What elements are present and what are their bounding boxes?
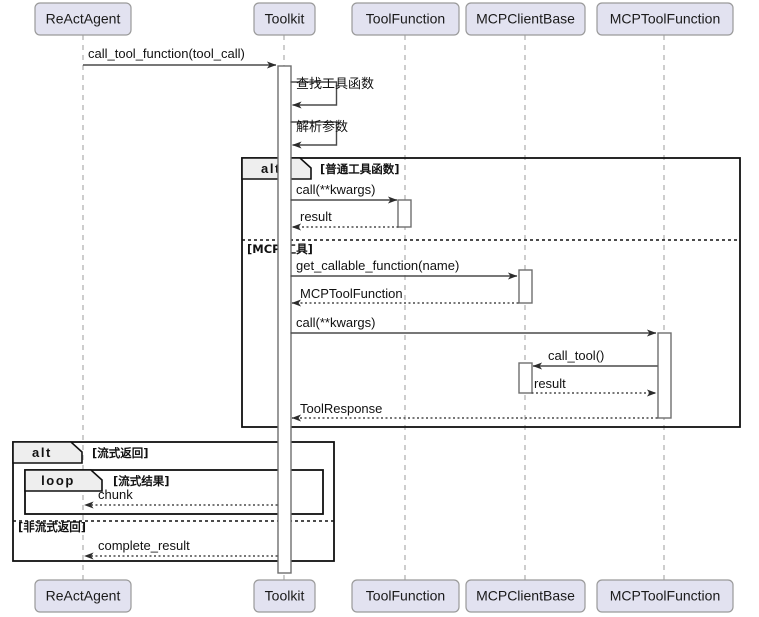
activations-layer — [277, 65, 672, 574]
participant-label: Toolkit — [265, 588, 305, 604]
message-m13: complete_result — [84, 538, 278, 560]
fragment-guard-label: [普通工具函数] — [320, 162, 400, 176]
participant-label: ReActAgent — [46, 588, 121, 604]
participant-label: MCPClientBase — [476, 588, 575, 604]
message-label: ToolResponse — [300, 401, 382, 416]
activation-bar-mcptoolfunction — [657, 332, 672, 419]
activation-bar-mcpclientbase — [518, 362, 533, 394]
participant-label: Toolkit — [265, 11, 305, 27]
message-m1: call_tool_function(tool_call) — [83, 46, 277, 69]
message-m2: 查找工具函数 — [290, 77, 374, 109]
participant-label: MCPClientBase — [476, 11, 575, 27]
fragment-frag-alt-stream: alt [流式返回] [非流式返回] — [12, 441, 335, 562]
fragment-guard-label: [流式返回] — [92, 446, 149, 460]
participant-box[interactable] — [34, 579, 132, 613]
participant-label: ReActAgent — [46, 11, 121, 27]
message-m10: result — [531, 376, 657, 397]
fragment-kind-label: alt — [261, 161, 281, 176]
fragment-kind-label: alt — [32, 445, 52, 460]
message-label: chunk — [98, 487, 133, 502]
fragment-guard-label: [流式结果] — [113, 474, 170, 488]
message-label: result — [300, 209, 332, 224]
message-label: complete_result — [98, 538, 190, 553]
participant-box[interactable] — [34, 2, 132, 36]
fragment-guard-label: [非流式返回] — [18, 520, 86, 534]
participant-header-toolfunction[interactable]: ToolFunction — [351, 2, 460, 36]
message-m5: result — [291, 209, 399, 231]
fragment-frag-alt-tool: alt[普通工具函数][MCP 工具] — [241, 157, 741, 428]
fragment-tab — [12, 441, 83, 464]
message-label: 解析参数 — [296, 119, 348, 135]
participant-box[interactable] — [596, 579, 734, 613]
participant-box[interactable] — [351, 579, 460, 613]
fragment-frag-loop-stream: loop [流式结果] — [24, 469, 324, 515]
participant-box[interactable] — [465, 579, 586, 613]
message-m6: get_callable_function(name) — [290, 258, 518, 280]
lifelines-layer — [82, 35, 665, 580]
message-label: result — [534, 376, 566, 391]
activation-bar-toolfunction — [397, 199, 412, 228]
message-m7: MCPToolFunction — [291, 286, 519, 307]
fragment-border — [12, 441, 335, 562]
participant-header-mcpclientbase[interactable]: MCPClientBase — [465, 2, 586, 36]
participant-box[interactable] — [465, 2, 586, 36]
message-label: call(**kwargs) — [296, 315, 375, 330]
participant-footer-toolfunction[interactable]: ToolFunction — [351, 579, 460, 613]
message-label: call_tool() — [548, 348, 604, 363]
participant-header-toolkit[interactable]: Toolkit — [253, 2, 316, 36]
activation-bar-toolkit — [277, 65, 292, 574]
message-m4: call(**kwargs) — [290, 182, 398, 204]
participant-footer-mcpclientbase[interactable]: MCPClientBase — [465, 579, 586, 613]
participant-box[interactable] — [253, 579, 316, 613]
message-arrow-self — [290, 81, 338, 109]
participant-label: MCPToolFunction — [610, 11, 721, 27]
participant-header-mcptoolfunction[interactable]: MCPToolFunction — [596, 2, 734, 36]
participant-footer-mcptoolfunction[interactable]: MCPToolFunction — [596, 579, 734, 613]
fragment-tab — [24, 469, 103, 492]
participant-label: ToolFunction — [366, 588, 445, 604]
message-m12: chunk — [84, 487, 278, 509]
fragment-border — [24, 469, 324, 515]
participant-label: MCPToolFunction — [610, 588, 721, 604]
message-m3: 解析参数 — [290, 119, 348, 149]
message-label: MCPToolFunction — [300, 286, 403, 301]
activation-bar-mcpclientbase — [518, 269, 533, 304]
message-m8: call(**kwargs) — [290, 315, 657, 337]
fragments-layer: alt[普通工具函数][MCP 工具]alt[流式返回][非流式返回]loop[… — [12, 157, 741, 562]
participant-box[interactable] — [253, 2, 316, 36]
fragment-kind-label: loop — [41, 473, 75, 488]
participant-label: ToolFunction — [366, 11, 445, 27]
participant-footer-toolkit[interactable]: Toolkit — [253, 579, 316, 613]
message-m11: ToolResponse — [291, 401, 658, 422]
participant-footer-reactagent[interactable]: ReActAgent — [34, 579, 132, 613]
message-arrow-self — [290, 121, 338, 149]
fragment-border — [241, 157, 741, 428]
participant-header-reactagent[interactable]: ReActAgent — [34, 2, 132, 36]
message-label: call_tool_function(tool_call) — [88, 46, 245, 61]
participant-box[interactable] — [596, 2, 734, 36]
message-label: call(**kwargs) — [296, 182, 375, 197]
message-label: get_callable_function(name) — [296, 258, 459, 273]
participant-box[interactable] — [351, 2, 460, 36]
message-label: 查找工具函数 — [296, 77, 374, 92]
message-m9: call_tool() — [532, 348, 658, 370]
